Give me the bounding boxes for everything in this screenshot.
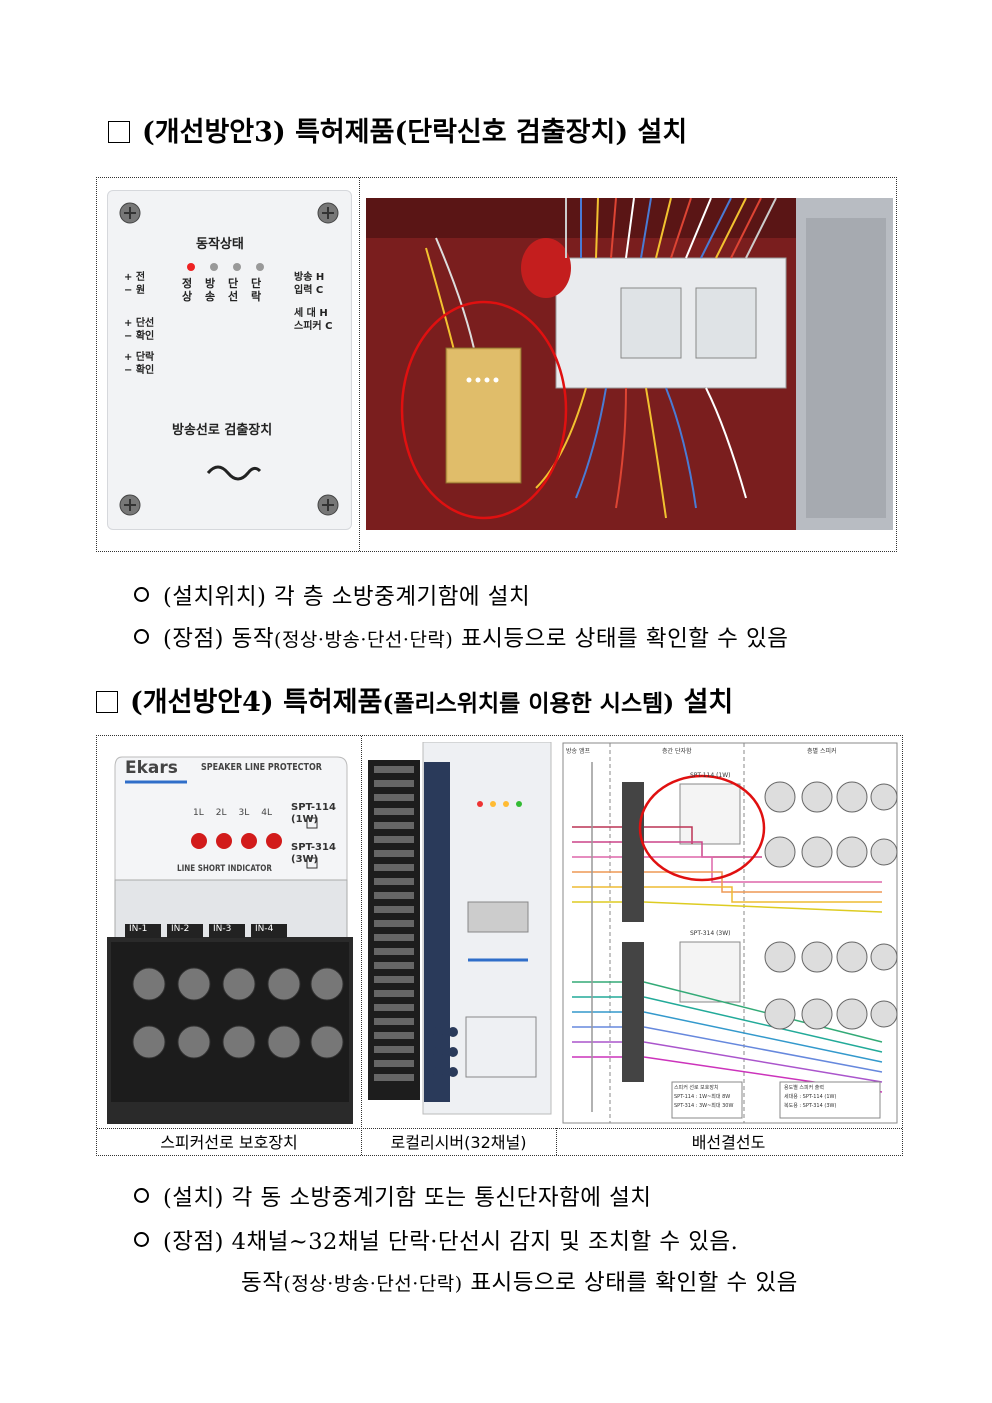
section3-bullet-advantage: (장점) 동작(정상·방송·단선·단락) 표시등으로 상태를 확인할 수 있음 bbox=[134, 621, 788, 653]
section4-heading: (개선방안4) 특허제품(폴리스위치를 이용한 시스템) 설치 bbox=[96, 680, 733, 719]
caption-protector: 스피커선로 보호장치 bbox=[160, 1133, 298, 1152]
section4-image-frame bbox=[96, 735, 903, 1156]
diagram-note-a: 스피커 선로 보호장치 SPT-114 : 1W~최대 8W SPT-314 :… bbox=[674, 1085, 734, 1109]
diagram-col1-header: 방송 앰프 bbox=[566, 748, 590, 755]
device-screws bbox=[119, 202, 339, 516]
diagram-box1-label: SPT-114 (1W) bbox=[690, 772, 731, 779]
model-1: SPT-114(1W) bbox=[291, 802, 336, 825]
section4-bullet-advantage-continued: 동작(정상·방송·단선·단락) 표시등으로 상태를 확인할 수 있음 bbox=[241, 1270, 798, 1296]
open-check-label: + 단선 − 확인 bbox=[124, 318, 155, 342]
lamp-label: 단락 bbox=[251, 277, 262, 303]
unit-speaker-label: 세 대 H 스피커 C bbox=[294, 308, 333, 332]
installation-illustration bbox=[366, 198, 893, 530]
checkbox-square-icon bbox=[96, 691, 118, 713]
lamp-label: 정상 bbox=[182, 277, 193, 303]
broadcast-input-label: 방송 H 입력 C bbox=[294, 272, 325, 296]
lamp-labels: 정상 방송 단선 단락 bbox=[182, 277, 266, 303]
protector-product-name: SPEAKER LINE PROTECTOR bbox=[201, 762, 322, 773]
status-title: 동작상태 bbox=[196, 237, 244, 252]
section3-bullet-location: (설치위치) 각 층 소방중계기함에 설치 bbox=[134, 579, 530, 611]
protector-brand: Ekars bbox=[125, 758, 178, 778]
section4-bullet-advantage: (장점) 4채널~32채널 단락·단선시 감지 및 조치할 수 있음. bbox=[134, 1224, 738, 1256]
line-short-indicator-label: LINE SHORT INDICATOR bbox=[177, 864, 272, 874]
hollow-circle-bullet-icon bbox=[134, 587, 149, 602]
diagram-note-b: 용도별 스피커 출력 세대용 : SPT-114 (1W) 복도용 : SPT-… bbox=[784, 1085, 837, 1109]
lamp-label: 단선 bbox=[228, 277, 239, 303]
diagram-box2-label: SPT-314 (3W) bbox=[690, 930, 731, 937]
diagram-col3-header: 층별 스피커 bbox=[807, 748, 837, 755]
power-label: + 전 − 원 bbox=[124, 272, 146, 296]
short-check-label: + 단락 − 확인 bbox=[124, 352, 155, 376]
section3-image-frame bbox=[96, 177, 897, 552]
lamp-label: 방송 bbox=[205, 277, 216, 303]
hollow-circle-bullet-icon bbox=[134, 1232, 149, 1247]
diagram-col2-header: 층간 단자함 bbox=[662, 748, 692, 755]
section4-bullet-install: (설치) 각 동 소방중계기함 또는 통신단자함에 설치 bbox=[134, 1180, 652, 1212]
local-receiver-photo bbox=[368, 742, 553, 1122]
caption-wiring-diagram: 배선결선도 bbox=[691, 1133, 766, 1152]
wiring-diagram: 방송 앰프 층간 단자함 층별 스피커 SPT-114 (1W) SPT-314… bbox=[562, 742, 898, 1124]
hollow-circle-bullet-icon bbox=[134, 1188, 149, 1203]
signature-logo bbox=[206, 465, 262, 481]
model-2: SPT-314(3W) bbox=[291, 842, 336, 865]
checkbox-square-icon bbox=[108, 121, 130, 143]
section3-heading: (개선방안3) 특허제품(단락신호 검출장치) 설치 bbox=[108, 110, 687, 149]
hollow-circle-bullet-icon bbox=[134, 629, 149, 644]
detection-device-photo: 동작상태 + 전 − 원 + 단선 − 확인 + 단락 − 확인 정상 방송 단… bbox=[107, 190, 352, 530]
caption-local-receiver: 로컬리시버(32채널) bbox=[390, 1133, 527, 1152]
installation-photo bbox=[366, 198, 893, 530]
device-name: 방송선로 검출장치 bbox=[172, 423, 273, 438]
